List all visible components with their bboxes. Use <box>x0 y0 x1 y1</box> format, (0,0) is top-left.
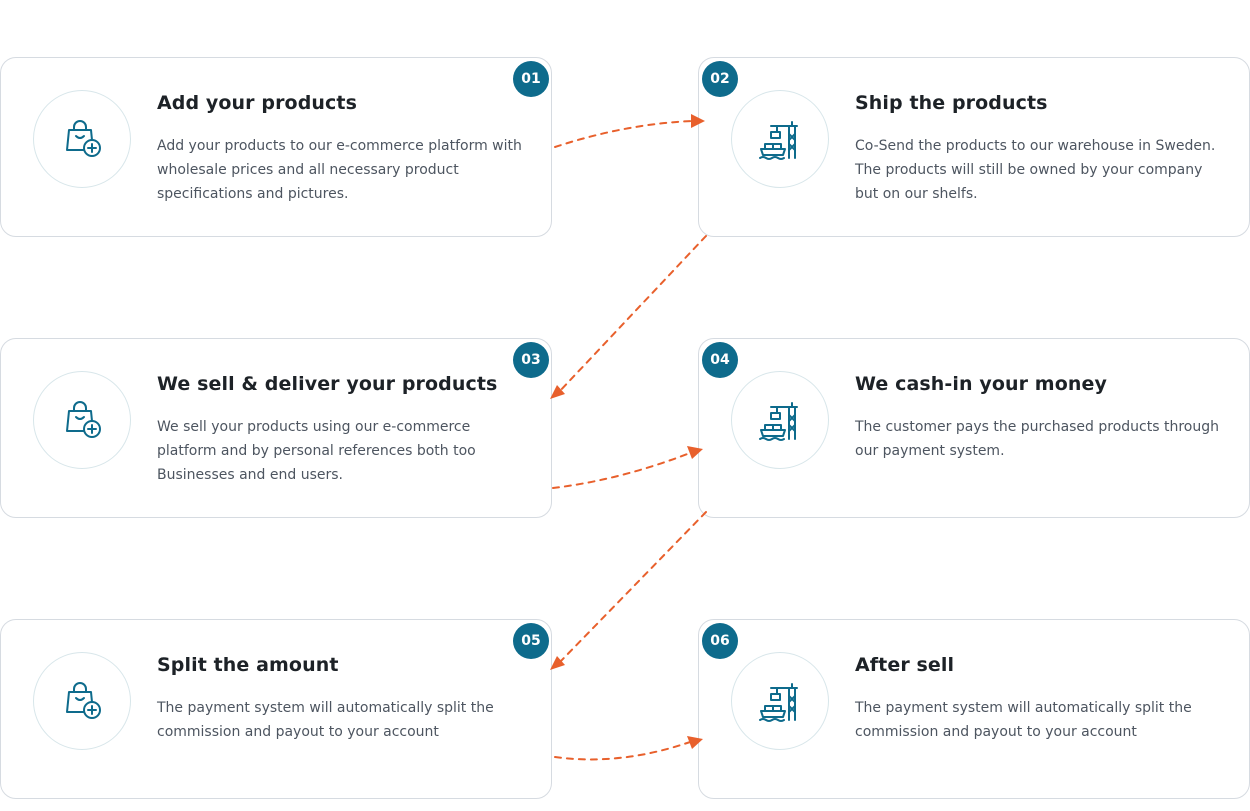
step-number-badge: 02 <box>702 61 738 97</box>
step-title: Split the amount <box>157 654 339 676</box>
step-number-badge: 05 <box>513 623 549 659</box>
shopping-bag-plus-icon <box>33 90 131 188</box>
step-card-5: Split the amount The payment system will… <box>0 619 552 799</box>
step-number-badge: 03 <box>513 342 549 378</box>
arrow-5-to-6 <box>554 741 691 761</box>
step-title: Add your products <box>157 92 357 114</box>
step-description: The payment system will automatically sp… <box>157 700 494 740</box>
arrow-3-to-4 <box>552 452 691 489</box>
arrow-4-to-5 <box>558 511 707 664</box>
step-description: The payment system will automatically sp… <box>855 700 1192 740</box>
step-card-2: Ship the products Co-Send the products t… <box>698 57 1250 237</box>
shopping-bag-plus-icon <box>33 371 131 469</box>
step-number-badge: 06 <box>702 623 738 659</box>
shopping-bag-plus-icon <box>33 652 131 750</box>
arrowhead-icon <box>550 385 565 399</box>
step-number-badge: 01 <box>513 61 549 97</box>
step-card-4: We cash-in your money The customer pays … <box>698 338 1250 518</box>
step-card-1: Add your products Add your products to o… <box>0 57 552 237</box>
port-crane-ship-icon <box>731 90 829 188</box>
arrow-1-to-2 <box>554 120 693 148</box>
step-description: Add your products to our e-commerce plat… <box>157 138 522 202</box>
step-title: After sell <box>855 654 955 676</box>
step-title: We sell & deliver your products <box>157 373 498 395</box>
port-crane-ship-icon <box>731 652 829 750</box>
step-description: Co-Send the products to our warehouse in… <box>855 138 1216 202</box>
arrowhead-icon <box>550 656 565 670</box>
port-crane-ship-icon <box>731 371 829 469</box>
step-card-3: We sell & deliver your products We sell … <box>0 338 552 518</box>
step-description: The customer pays the purchased products… <box>855 419 1219 459</box>
arrow-2-to-3 <box>558 235 707 393</box>
step-title: We cash-in your money <box>855 373 1107 395</box>
step-number-badge: 04 <box>702 342 738 378</box>
step-card-6: After sell The payment system will autom… <box>698 619 1250 799</box>
step-title: Ship the products <box>855 92 1048 114</box>
step-description: We sell your products using our e-commer… <box>157 419 476 483</box>
